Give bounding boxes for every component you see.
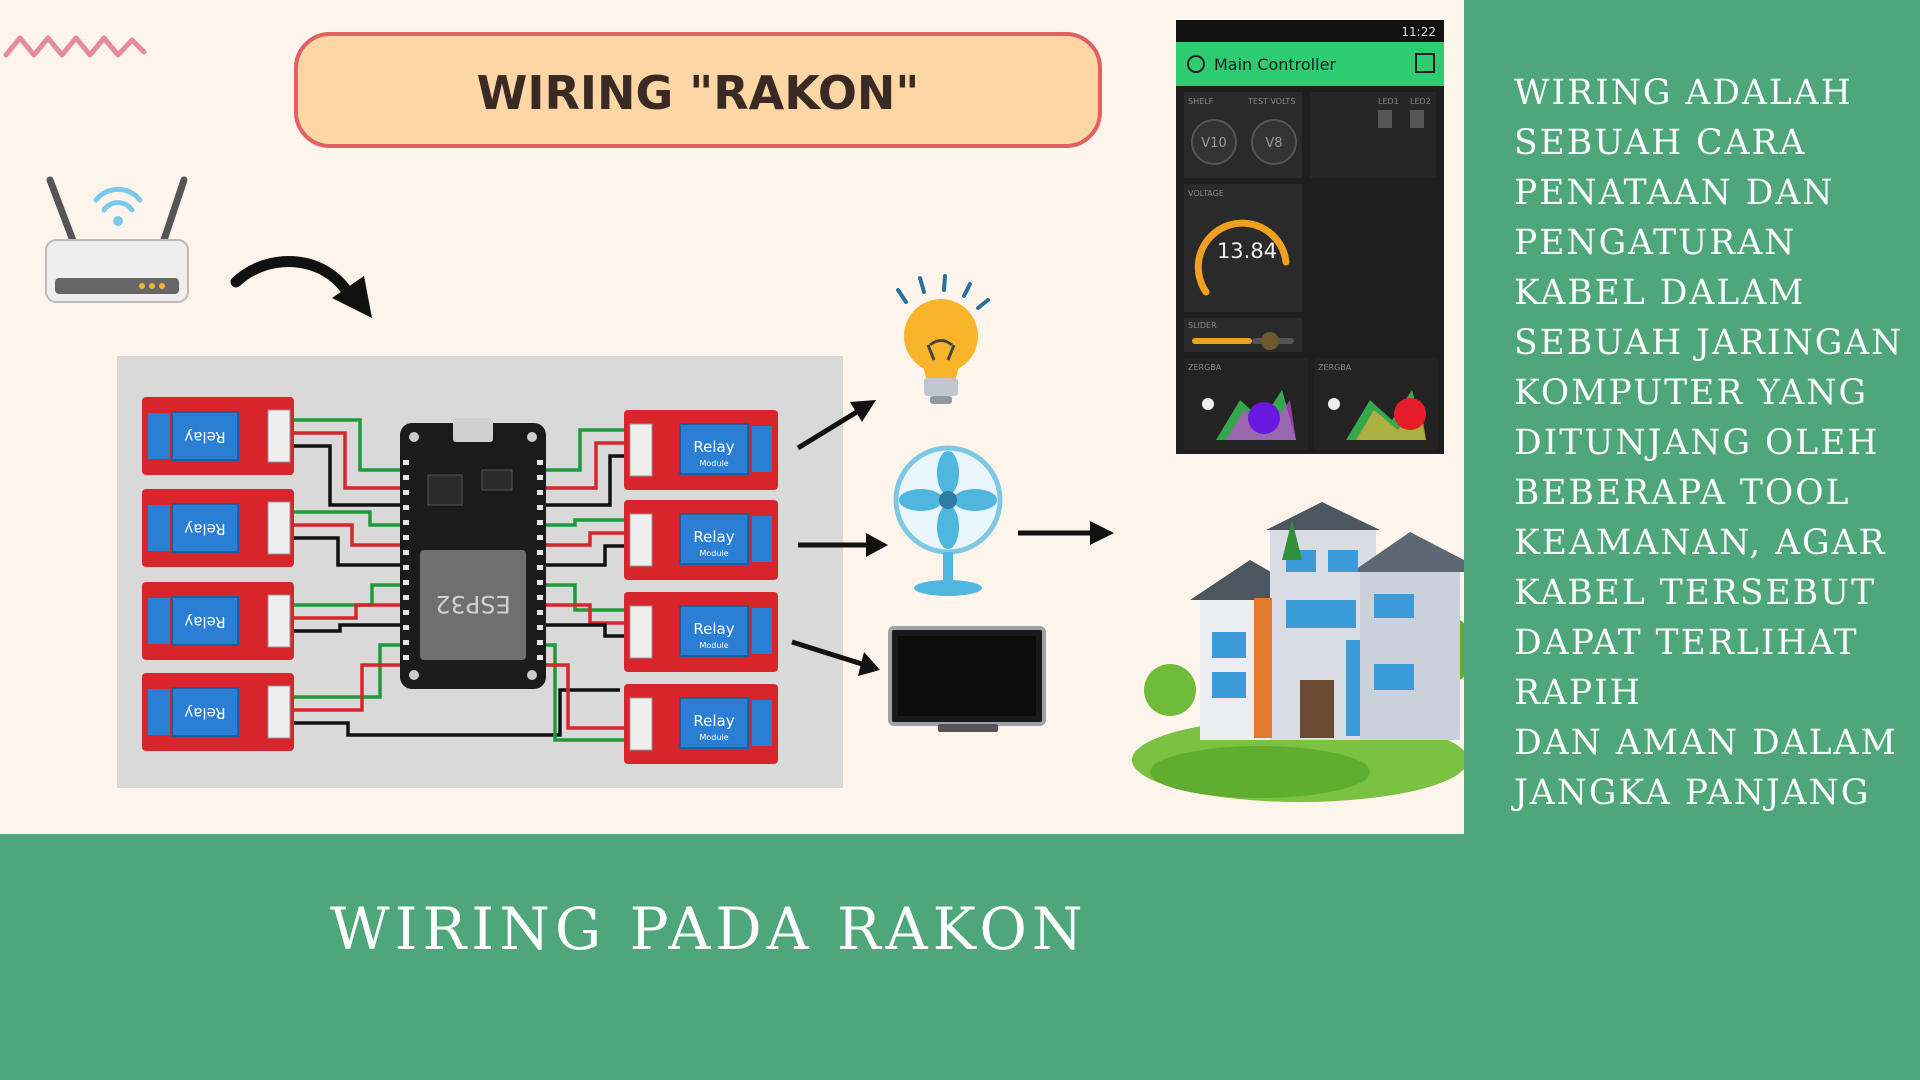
television-icon <box>888 626 1046 732</box>
wiring-diagram: WIRING "RAKON" <box>3 20 1464 802</box>
description-line: KABEL TERSEBUT <box>1514 573 1877 613</box>
arrow-icon <box>791 639 880 676</box>
svg-text:Relay: Relay <box>693 712 734 730</box>
router-icon <box>45 176 189 303</box>
description-line: BEBERAPA TOOL <box>1514 473 1851 513</box>
description-line: DAPAT TERLIHAT <box>1514 623 1859 663</box>
description-line: PENGATURAN <box>1514 223 1797 263</box>
svg-text:V8: V8 <box>1265 136 1282 151</box>
svg-text:Main Controller: Main Controller <box>1214 55 1336 74</box>
esp32-board: ESP32 <box>400 418 546 689</box>
fan-icon <box>893 445 1003 596</box>
description-line: SEBUAH CARA <box>1514 123 1807 163</box>
wifi-icon <box>93 186 143 213</box>
relay-module: Relay <box>142 673 294 751</box>
banner: WIRING "RAKON" <box>294 32 1102 148</box>
relay-module: Relay Module <box>624 500 778 580</box>
wires <box>292 418 628 742</box>
description-line: DAN AMAN DALAM <box>1514 723 1898 763</box>
svg-text:Relay: Relay <box>184 613 225 631</box>
svg-text:Module: Module <box>699 733 728 742</box>
relay-module: Relay <box>142 582 294 660</box>
relay-module: Relay Module <box>624 684 778 764</box>
relay-module: Relay Module <box>624 592 778 672</box>
relay-module: Relay Module <box>624 410 778 490</box>
description-line: JANGKA PANJANG <box>1514 773 1871 813</box>
svg-text:Module: Module <box>699 641 728 650</box>
description-line: RAPIH <box>1514 673 1642 713</box>
description-line: SEBUAH JARINGAN <box>1514 323 1904 363</box>
svg-text:V10: V10 <box>1201 136 1226 151</box>
svg-text:Relay: Relay <box>184 704 225 722</box>
curved-arrow-icon <box>230 256 372 318</box>
phone-screen: 11:22 Main Controller SHELF TEST VOLTS L… <box>1176 20 1444 454</box>
svg-text:ESP32: ESP32 <box>435 590 510 618</box>
description-line: KOMPUTER YANG <box>1514 373 1869 413</box>
svg-text:SHELF: SHELF <box>1188 97 1214 106</box>
svg-text:Relay: Relay <box>693 438 734 456</box>
wiring-illustration: WIRING "RAKON" <box>0 0 1464 834</box>
svg-text:ZERGBA: ZERGBA <box>1188 363 1222 372</box>
description-text: WIRING ADALAH SEBUAH CARA PENATAAN DAN P… <box>1514 68 1914 818</box>
svg-text:Module: Module <box>699 459 728 468</box>
svg-text:Module: Module <box>699 549 728 558</box>
description-line: KABEL DALAM <box>1514 273 1806 313</box>
description-line: WIRING ADALAH <box>1514 73 1853 113</box>
svg-text:Relay: Relay <box>693 620 734 638</box>
svg-text:LED1: LED1 <box>1378 97 1399 106</box>
light-bulb-icon <box>896 274 990 404</box>
bottom-title: WIRING PADA RAKON <box>330 895 1088 963</box>
banner-title: WIRING "RAKON" <box>477 66 920 120</box>
arrow-icon <box>796 400 876 451</box>
svg-text:ZERGBA: ZERGBA <box>1318 363 1352 372</box>
description-line: PENATAAN DAN <box>1514 173 1835 213</box>
house-illustration <box>1132 502 1464 802</box>
zigzag-decoration <box>3 35 147 58</box>
svg-text:VOLTAGE: VOLTAGE <box>1188 189 1224 198</box>
relay-module: Relay <box>142 489 294 567</box>
arrow-icon <box>798 533 888 557</box>
svg-text:11:22: 11:22 <box>1401 25 1436 39</box>
svg-text:SLIDER: SLIDER <box>1188 321 1217 330</box>
svg-text:13.84: 13.84 <box>1217 239 1277 263</box>
svg-text:Relay: Relay <box>184 520 225 538</box>
relay-module: Relay <box>142 397 294 475</box>
description-line: KEAMANAN, AGAR <box>1514 523 1887 563</box>
svg-text:TEST VOLTS: TEST VOLTS <box>1247 97 1295 106</box>
description-line: DITUNJANG OLEH <box>1514 423 1880 463</box>
svg-text:Relay: Relay <box>693 528 734 546</box>
svg-text:Relay: Relay <box>184 428 225 446</box>
svg-text:LED2: LED2 <box>1410 97 1431 106</box>
arrow-icon <box>1018 521 1114 545</box>
